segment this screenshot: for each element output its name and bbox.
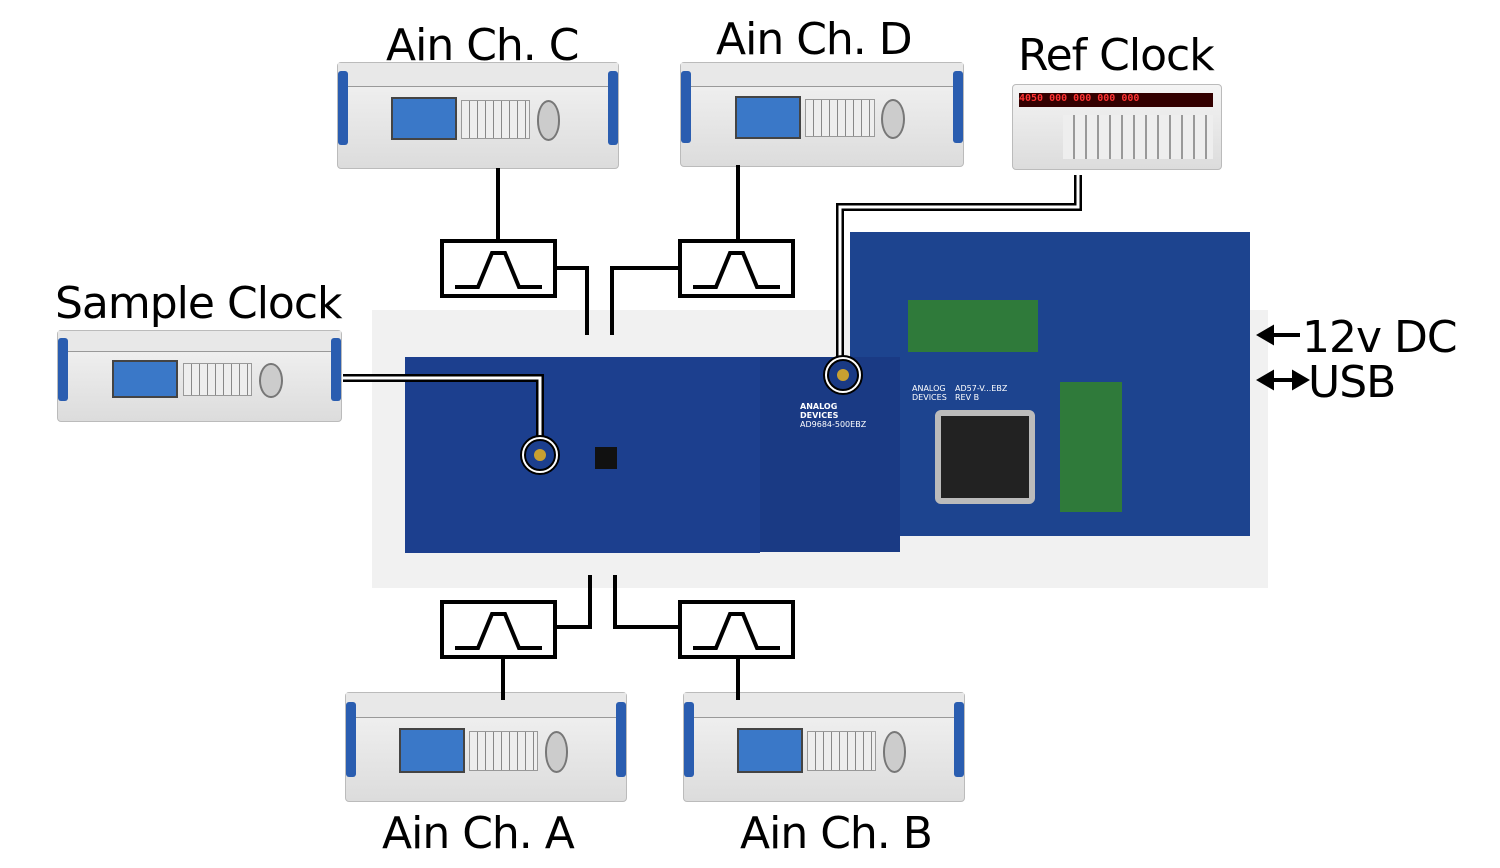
fpga-board: ANALOG DEVICES AD57-V...EBZ REV B (850, 232, 1250, 536)
label-sample-clock: Sample Clock (55, 278, 343, 329)
cable-ref-clock (836, 175, 1082, 358)
label-ain-b: Ain Ch. B (740, 808, 933, 859)
signal-generator-ain-d (680, 62, 964, 167)
bandpass-filter-c (440, 239, 557, 298)
signal-generator-ain-a (345, 692, 627, 802)
label-ain-c: Ain Ch. C (386, 20, 580, 71)
cable-sample-clock (343, 374, 544, 440)
label-usb: USB (1308, 357, 1396, 408)
memory-module (908, 300, 1038, 352)
label-power: 12v DC (1302, 312, 1458, 363)
label-ain-a: Ain Ch. A (382, 808, 575, 859)
fpga-vendor: ANALOG DEVICES (912, 384, 947, 402)
cable-ain-a (501, 575, 592, 700)
fan-icon (935, 410, 1035, 504)
ref-display: 4050 000 000 000 000 (1019, 93, 1213, 107)
usb-arrow-icon (1256, 369, 1310, 391)
memory-module (1060, 382, 1122, 512)
bandpass-filter-a (440, 600, 557, 659)
bandpass-filter-d (678, 239, 795, 298)
cable-ain-c (496, 168, 589, 335)
label-ain-d: Ain Ch. D (716, 14, 913, 65)
cable-ain-d (610, 165, 740, 335)
adc-eval-board (405, 357, 760, 553)
adc-model: AD9684-500EBZ (800, 420, 867, 429)
bandpass-filter-b (678, 600, 795, 659)
label-ref-clock: Ref Clock (1018, 30, 1215, 81)
signal-generator-ain-c (337, 62, 619, 169)
adc-vendor: ANALOG DEVICES (800, 402, 839, 420)
fpga-model: AD57-V...EBZ REV B (955, 384, 1008, 402)
ref-clock-generator: 4050 000 000 000 000 (1012, 84, 1222, 170)
power-arrow-icon (1256, 324, 1300, 346)
signal-generator-ain-b (683, 692, 965, 802)
signal-generator-sample-clock (57, 330, 342, 422)
cable-ain-b (613, 575, 740, 700)
adc-chip (595, 447, 617, 469)
